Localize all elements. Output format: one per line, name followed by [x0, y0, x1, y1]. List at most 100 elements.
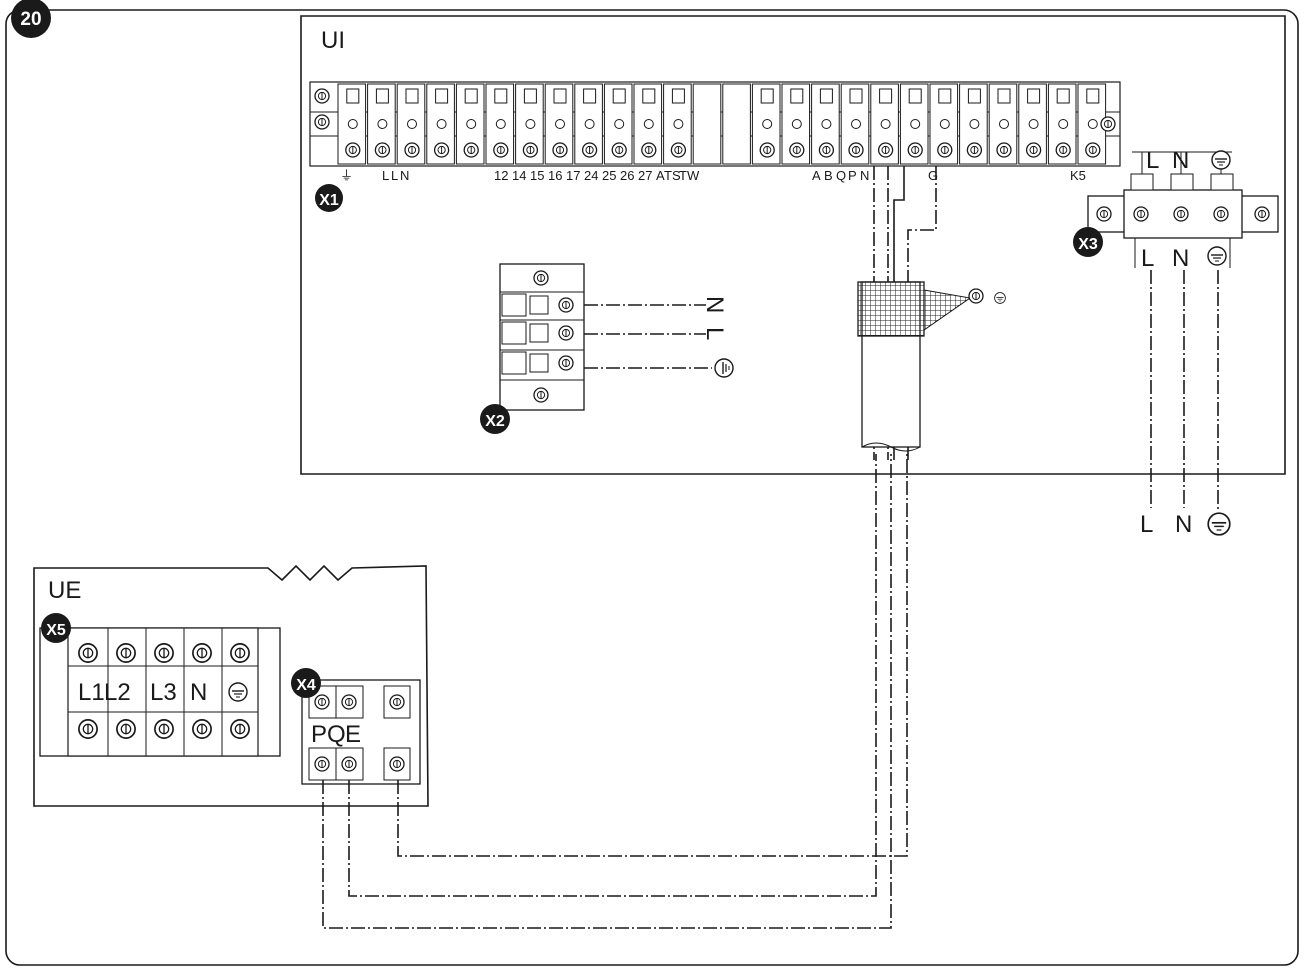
x1-label-26: 26: [620, 168, 634, 183]
svg-text:X3: X3: [1078, 236, 1098, 253]
x1-terminal-screw-icon: [581, 142, 598, 158]
x1-terminal-slot: [523, 88, 537, 104]
x1-terminal-slot: [997, 88, 1011, 104]
x3-lead-label-N: N: [1175, 511, 1192, 538]
svg-text:X5: X5: [46, 622, 66, 639]
x1-terminal-slot: [1027, 88, 1041, 104]
x4-label-P: P: [311, 721, 327, 748]
shield-screw-icon: [968, 288, 984, 304]
x1-label-N2: N: [860, 168, 869, 183]
x1-terminal-slot: [760, 88, 774, 104]
x3-badge: X3: [1073, 227, 1103, 257]
x1-terminal-screw-icon: [966, 142, 983, 158]
x1-terminal-slot: [612, 88, 626, 104]
svg-text:X1: X1: [319, 192, 339, 209]
x1-terminal-slot: [583, 88, 597, 104]
x1-terminal-slot: [375, 88, 389, 104]
x1-terminal-screw-icon: [433, 142, 450, 158]
x1-label-Q: Q: [836, 168, 846, 183]
shield-ground-icon: [994, 292, 1006, 304]
x1-terminal-hole: [466, 119, 477, 129]
x1-label-12: 12: [494, 168, 508, 183]
x1-terminal-slot: [346, 88, 360, 104]
x1-label-B: B: [824, 168, 833, 183]
x1-terminal-hole: [1087, 119, 1098, 129]
x1-terminal-hole: [643, 119, 654, 129]
x4-label-Q: Q: [327, 721, 346, 748]
x1-terminal-hole: [436, 119, 447, 129]
x1-label-25: 25: [602, 168, 616, 183]
x1-terminal-screw-icon: [345, 142, 361, 158]
x4-label-E: E: [345, 721, 361, 748]
x1-label-S: S: [672, 168, 681, 183]
x1-terminal-slot: [671, 88, 685, 104]
x1-terminal-slot: [790, 88, 804, 104]
x1-label-K5: K5: [1070, 168, 1086, 183]
x1-end-screw-icon: [1100, 116, 1116, 132]
x1-terminal-screw-icon: [641, 142, 657, 158]
x1-terminal-cell: [692, 83, 722, 165]
outdoor-unit-panel: [33, 564, 429, 807]
x5-label-N: N: [190, 679, 207, 706]
x1-terminal-slot: [1086, 88, 1100, 104]
x1-label-T: T: [664, 168, 672, 183]
x1-label-G: G: [928, 168, 938, 183]
x1-terminal-screw-icon: [1025, 142, 1042, 158]
x1-terminal-hole: [525, 119, 536, 129]
x3-power-leads: L N: [1140, 270, 1231, 538]
x3-bottom-ground-icon: [1207, 246, 1227, 266]
x2-wires: N L: [584, 296, 734, 378]
x1-terminal-cells: [314, 83, 1116, 165]
x1-terminal-slot: [464, 88, 478, 104]
x1-terminal-screw-icon: [937, 142, 953, 158]
x1-label-14: 14: [512, 168, 526, 183]
x1-label-row: ⏚ L L N 12 14 15 16 17 24 25 26 27 A T S…: [340, 168, 1086, 183]
x2-label-L: L: [701, 327, 728, 340]
x1-terminal-hole: [614, 119, 625, 129]
x1-terminal-slot: [908, 88, 922, 104]
x1-terminal-slot: [819, 88, 833, 104]
indoor-unit-panel: [300, 15, 1286, 475]
figure-number: 20: [20, 9, 41, 30]
x1-terminal-screw-icon: [1055, 142, 1071, 158]
svg-text:X4: X4: [296, 677, 316, 694]
x1-earth-screw-icon: [314, 114, 330, 130]
x1-terminal-slot: [849, 88, 863, 104]
x1-terminal-slot: [553, 88, 567, 104]
x1-terminal-slot: [435, 88, 449, 104]
x1-terminal-hole: [821, 119, 832, 129]
x1-label-P: P: [848, 168, 857, 183]
x1-terminal-screw-icon: [463, 142, 479, 158]
x1-label-24: 24: [584, 168, 598, 183]
signal-cable: [857, 281, 1006, 452]
x1-terminal-screw-icon: [907, 142, 923, 158]
x1-terminal-hole: [377, 119, 388, 129]
x5-label-L3: L3: [150, 679, 177, 706]
bus-cable-runs: [322, 454, 908, 929]
x5-label-L2: L2: [104, 679, 131, 706]
x3-lead-ground-icon: [1207, 512, 1231, 536]
x1-terminal-screw-icon: [611, 142, 627, 158]
x1-label-TW: TW: [679, 168, 700, 183]
x1-label-A: A: [656, 168, 665, 183]
x1-terminal-hole: [584, 119, 595, 129]
x1-terminal-screw-icon: [759, 142, 775, 158]
x1-terminal-slot: [405, 88, 419, 104]
x1-terminal-screw-icon: [522, 142, 539, 158]
x1-terminal-screw-icon: [996, 142, 1012, 158]
x1-terminal-slot: [494, 88, 508, 104]
outer-frame: [5, 9, 1299, 966]
x1-label-16: 16: [548, 168, 562, 183]
svg-text:X2: X2: [485, 413, 505, 430]
x1-terminal-screw-icon: [1085, 142, 1101, 158]
figure-number-badge: 20: [11, 0, 51, 38]
x5-badge: X5: [41, 613, 71, 643]
x1-terminal-screw-icon: [877, 142, 894, 158]
x1-terminal-hole: [1058, 119, 1069, 129]
x1-label-17: 17: [566, 168, 580, 183]
x1-terminal-hole: [880, 119, 891, 129]
x1-terminal-hole: [555, 119, 565, 129]
x1-terminal-hole: [347, 119, 358, 129]
